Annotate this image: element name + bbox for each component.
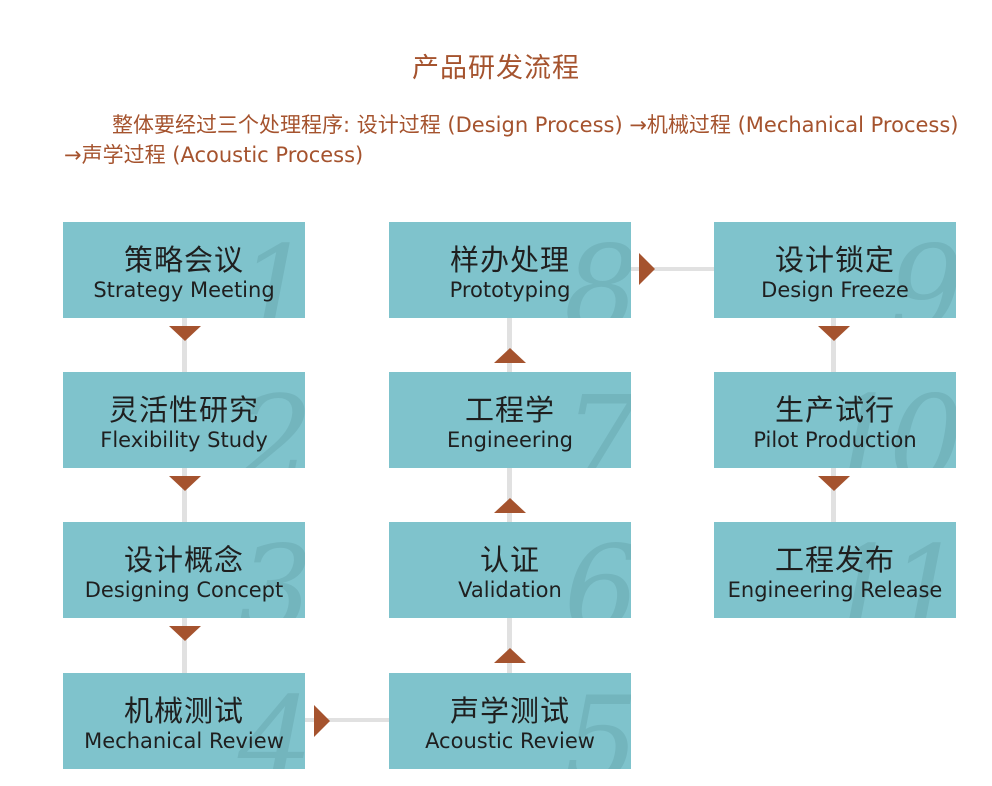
step-box-7: 7 工程学 Engineering: [389, 372, 631, 468]
connector-col1: [182, 300, 187, 700]
step-number: 10: [823, 372, 956, 468]
step-box-6: 6 认证 Validation: [389, 522, 631, 618]
step-title-cn: 工程学: [464, 393, 555, 427]
step-number: 2: [237, 372, 305, 468]
step-title-cn: 设计锁定: [774, 243, 895, 277]
step-box-3: 3 设计概念 Designing Concept: [63, 522, 305, 618]
step-number: 7: [563, 372, 631, 468]
arrow-down-icon: [818, 326, 850, 341]
step-title-cn: 生产试行: [774, 393, 895, 427]
connector-bottom: [300, 718, 400, 722]
step-title-en: Designing Concept: [84, 578, 284, 602]
step-title-cn: 设计概念: [123, 543, 244, 577]
step-title-en: Pilot Production: [753, 428, 917, 452]
step-title-en: Engineering Release: [727, 578, 943, 602]
step-number: 1: [237, 222, 305, 318]
intro-text: 整体要经过三个处理程序: 设计过程 (Design Process) →机械过程…: [64, 113, 959, 167]
step-box-8: 8 样办处理 Prototyping: [389, 222, 631, 318]
step-box-10: 10 生产试行 Pilot Production: [714, 372, 956, 468]
step-title-cn: 灵活性研究: [108, 393, 259, 427]
step-box-1: 1 策略会议 Strategy Meeting: [63, 222, 305, 318]
arrow-down-icon: [169, 326, 201, 341]
arrow-down-icon: [169, 476, 201, 491]
step-number: 11: [823, 522, 956, 618]
step-title-cn: 声学测试: [449, 694, 570, 728]
step-title-en: Design Freeze: [761, 278, 909, 302]
step-title-cn: 认证: [479, 543, 540, 577]
arrow-down-icon: [169, 626, 201, 641]
step-title-en: Mechanical Review: [84, 729, 284, 753]
page-title: 产品研发流程: [412, 53, 580, 84]
step-title-en: Flexibility Study: [100, 428, 268, 452]
arrow-right-icon: [639, 253, 655, 285]
arrow-up-icon: [494, 498, 526, 513]
step-title-en: Strategy Meeting: [93, 278, 275, 302]
step-title-cn: 策略会议: [123, 243, 244, 277]
step-box-9: 9 设计锁定 Design Freeze: [714, 222, 956, 318]
step-box-11: 11 工程发布 Engineering Release: [714, 522, 956, 618]
step-title-cn: 机械测试: [123, 694, 244, 728]
step-title-en: Prototyping: [449, 278, 571, 302]
arrow-up-icon: [494, 648, 526, 663]
arrow-right-icon: [314, 705, 330, 737]
step-title-en: Acoustic Review: [425, 729, 595, 753]
step-number: 4: [237, 673, 305, 769]
step-box-5: 5 声学测试 Acoustic Review: [389, 673, 631, 769]
arrow-up-icon: [494, 348, 526, 363]
step-box-4: 4 机械测试 Mechanical Review: [63, 673, 305, 769]
step-number: 8: [563, 222, 631, 318]
step-title-cn: 样办处理: [449, 243, 570, 277]
step-title-en: Engineering: [447, 428, 573, 452]
step-box-2: 2 灵活性研究 Flexibility Study: [63, 372, 305, 468]
step-number: 3: [237, 522, 305, 618]
connector-top: [625, 267, 725, 271]
step-title-en: Validation: [458, 578, 562, 602]
arrow-down-icon: [818, 476, 850, 491]
step-number: 9: [888, 222, 956, 318]
step-title-cn: 工程发布: [774, 543, 895, 577]
step-number: 5: [563, 673, 631, 769]
step-number: 6: [563, 522, 631, 618]
